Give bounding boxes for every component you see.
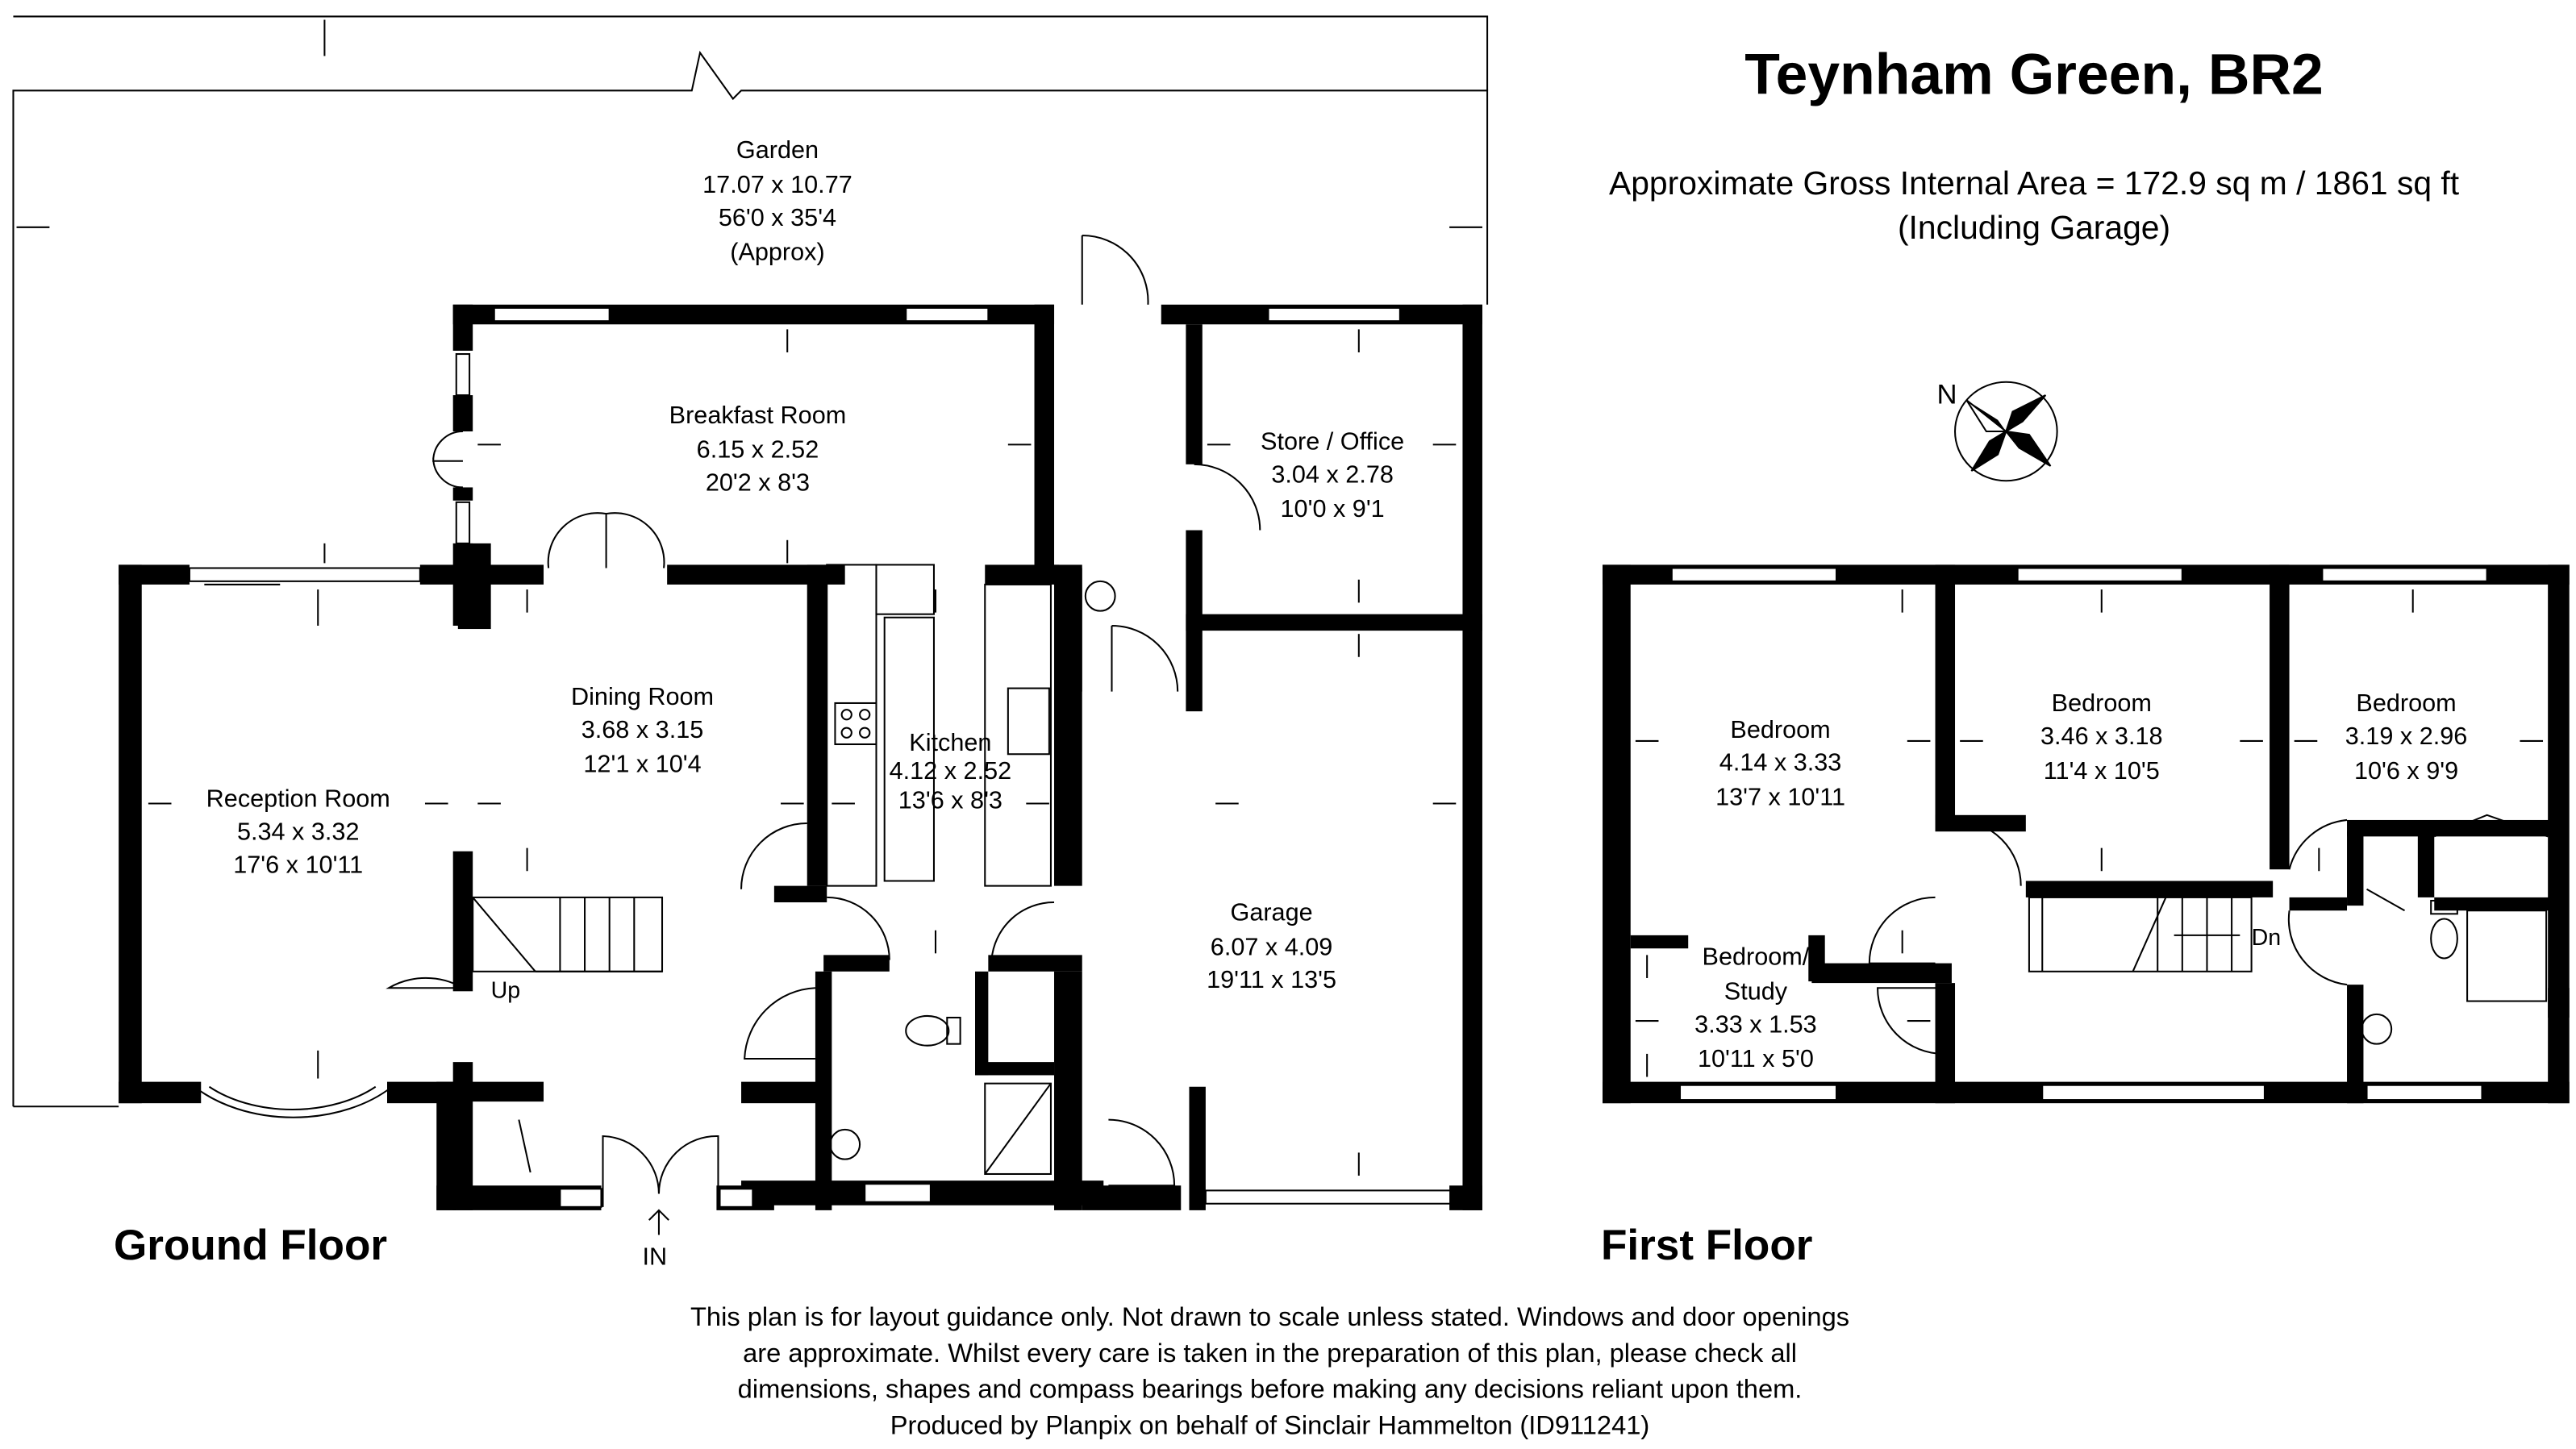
room-metric: 5.34 x 3.32 <box>237 818 360 845</box>
room-name: Bedroom <box>1730 716 1830 743</box>
staircase-icon <box>2028 896 2253 972</box>
room-name-line1: Bedroom/ <box>1703 943 1810 971</box>
ground-floor-label: Ground Floor <box>114 1222 387 1269</box>
disclaimer-line: Produced by Planpix on behalf of Sinclai… <box>890 1410 1650 1440</box>
room-name: Bedroom <box>2052 689 2152 717</box>
room-metric: 17.07 x 10.77 <box>702 171 852 198</box>
room-metric: 3.68 x 3.15 <box>581 716 704 743</box>
room-bedroom-3: Bedroom 3.19 x 2.96 10'6 x 9'9 <box>2345 689 2468 785</box>
room-metric: 4.12 x 2.52 <box>890 757 1012 785</box>
staircase-icon <box>472 896 664 972</box>
room-imperial: 17'6 x 10'11 <box>233 851 363 878</box>
room-imperial: 10'0 x 9'1 <box>1281 495 1385 523</box>
room-store-office: Store / Office 3.04 x 2.78 10'0 x 9'1 <box>1261 427 1404 523</box>
room-metric: 6.15 x 2.52 <box>697 436 819 464</box>
room-name: Bedroom <box>2356 689 2456 717</box>
disclaimer-line: This plan is for layout guidance only. N… <box>690 1301 1849 1331</box>
room-garden: Garden 17.07 x 10.77 56'0 x 35'4 (Approx… <box>702 136 852 266</box>
room-imperial: 20'2 x 8'3 <box>706 469 810 497</box>
disclaimer-line: are approximate. Whilst every care is ta… <box>743 1338 1797 1368</box>
room-imperial: 10'6 x 9'9 <box>2354 757 2458 785</box>
room-reception: Reception Room 5.34 x 3.32 17'6 x 10'11 <box>206 785 390 879</box>
room-imperial: 11'4 x 10'5 <box>2044 757 2160 785</box>
entrance-arrow-icon <box>648 1209 669 1235</box>
room-name-line2: Study <box>1724 978 1788 1006</box>
ground-floor-plan <box>12 15 1489 1235</box>
room-name: Kitchen <box>909 729 991 756</box>
entrance-label: IN <box>643 1243 668 1270</box>
plan-title: Teynham Green, BR2 <box>1744 42 2324 106</box>
stairs-down-label: Dn <box>2252 925 2282 951</box>
gross-area-note: (Including Garage) <box>1898 209 2170 246</box>
first-floor-label: First Floor <box>1601 1222 1812 1269</box>
room-note: (Approx) <box>730 239 824 266</box>
stairs-up-label: Up <box>491 977 521 1003</box>
room-dining: Dining Room 3.68 x 3.15 12'1 x 10'4 <box>571 683 714 778</box>
room-metric: 3.46 x 3.18 <box>2040 722 2163 750</box>
room-bedroom-1: Bedroom 4.14 x 3.33 13'7 x 10'11 <box>1715 716 1845 811</box>
room-breakfast: Breakfast Room 6.15 x 2.52 20'2 x 8'3 <box>669 402 847 497</box>
room-name: Reception Room <box>206 785 390 813</box>
room-imperial: 56'0 x 35'4 <box>719 204 836 231</box>
room-name: Dining Room <box>571 683 714 710</box>
room-imperial: 10'11 x 5'0 <box>1698 1045 1814 1072</box>
room-name: Garage <box>1231 899 1313 926</box>
room-name: Garden <box>736 136 819 164</box>
room-metric: 3.19 x 2.96 <box>2345 722 2468 750</box>
room-imperial: 13'6 x 8'3 <box>898 787 1002 814</box>
room-name: Store / Office <box>1261 427 1404 455</box>
room-metric: 6.07 x 4.09 <box>1211 933 1333 960</box>
compass-north-label: N <box>1937 379 1957 410</box>
gross-area: Approximate Gross Internal Area = 172.9 … <box>1609 164 2460 202</box>
room-imperial: 12'1 x 10'4 <box>583 751 701 778</box>
first-floor-plan <box>1603 564 2570 1104</box>
room-garage: Garage 6.07 x 4.09 19'11 x 13'5 <box>1207 899 1336 994</box>
room-bedroom-study: Bedroom/ Study 3.33 x 1.53 10'11 x 5'0 <box>1694 943 1817 1073</box>
room-metric: 3.33 x 1.53 <box>1694 1010 1817 1038</box>
compass-rose-icon: N <box>1937 379 2058 482</box>
disclaimer: This plan is for layout guidance only. N… <box>690 1301 1849 1440</box>
room-metric: 3.04 x 2.78 <box>1271 460 1394 488</box>
room-metric: 4.14 x 3.33 <box>1719 749 1842 777</box>
room-imperial: 19'11 x 13'5 <box>1207 966 1336 993</box>
room-kitchen: Kitchen 4.12 x 2.52 13'6 x 8'3 <box>890 729 1012 814</box>
room-name: Breakfast Room <box>669 402 847 429</box>
disclaimer-line: dimensions, shapes and compass bearings … <box>738 1374 1803 1404</box>
room-imperial: 13'7 x 10'11 <box>1715 784 1845 811</box>
room-bedroom-2: Bedroom 3.46 x 3.18 11'4 x 10'5 <box>2040 689 2163 785</box>
